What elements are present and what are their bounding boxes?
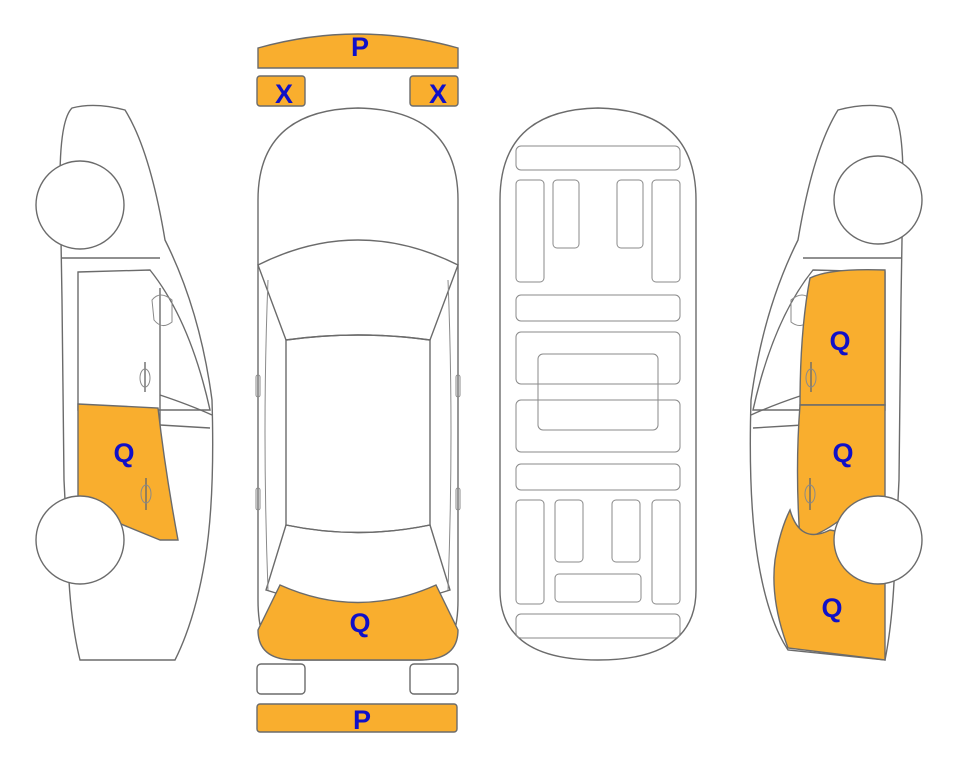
underbody-panel (515, 179, 545, 283)
right-front-door-mark: Q (829, 326, 850, 356)
right-front-wheel (833, 155, 923, 245)
right-door-window-line (750, 394, 804, 416)
underbody-panel (515, 463, 681, 491)
left-mirror (151, 294, 173, 326)
front-bumper-mark: P (351, 32, 369, 62)
underbody-panel (651, 499, 681, 605)
top-view: P X X Q P (255, 32, 461, 735)
right-window-frame (752, 269, 886, 411)
top-body-outline (257, 107, 459, 661)
left-rear-wheel (35, 495, 125, 585)
underbody-panel (616, 179, 644, 249)
left-side-view: Q (35, 104, 214, 661)
underbody-panel (515, 613, 681, 639)
underbody-panel (515, 331, 681, 385)
underbody-panel (515, 499, 545, 605)
right-rear-wheel (833, 495, 923, 585)
right-rear-door-mark: Q (832, 438, 853, 468)
right-door-handle-front (805, 362, 817, 392)
rear-left-light-piece (256, 663, 306, 695)
top-right-doorline (447, 279, 452, 591)
left-window-frame (77, 269, 211, 411)
rear-panel-piece (257, 584, 459, 661)
underbody-panel (611, 499, 641, 563)
front-bumper-piece (257, 33, 459, 69)
underbody-panel (552, 179, 580, 249)
left-door-handle-front (139, 362, 151, 392)
right-side-view: Q Q Q (749, 104, 923, 661)
left-door-window-line (159, 394, 213, 416)
underbody-center-panel (537, 353, 659, 431)
underbody-panel (515, 294, 681, 322)
left-front-wheel (35, 160, 125, 250)
rear-panel-mark: Q (349, 608, 370, 638)
top-left-mirror (255, 374, 261, 398)
left-door-handle-rear (140, 478, 152, 510)
left-door-lower (159, 424, 211, 429)
right-door-lower (752, 424, 804, 429)
right-rear-quarter-mark: Q (821, 593, 842, 623)
underbody-panel (554, 499, 584, 563)
front-left-fender-piece (256, 75, 306, 107)
underbody-view (499, 107, 697, 661)
top-left-handle (255, 487, 261, 511)
underbody-panel (515, 145, 681, 171)
rear-bumper-piece (256, 703, 458, 733)
underbody-panel (554, 573, 642, 603)
top-right-mirror (455, 374, 461, 398)
front-right-fender-mark: X (429, 79, 447, 109)
front-left-fender-mark: X (275, 79, 293, 109)
right-door-handle-rear (804, 478, 816, 510)
top-right-handle (455, 487, 461, 511)
underbody-panel (515, 399, 681, 453)
top-left-doorline (264, 279, 269, 591)
left-rear-door-mark: Q (113, 438, 134, 468)
front-right-fender-piece (409, 75, 459, 107)
rear-right-light-piece (409, 663, 459, 695)
underbody-panel (651, 179, 681, 283)
rear-bumper-mark: P (353, 705, 371, 735)
